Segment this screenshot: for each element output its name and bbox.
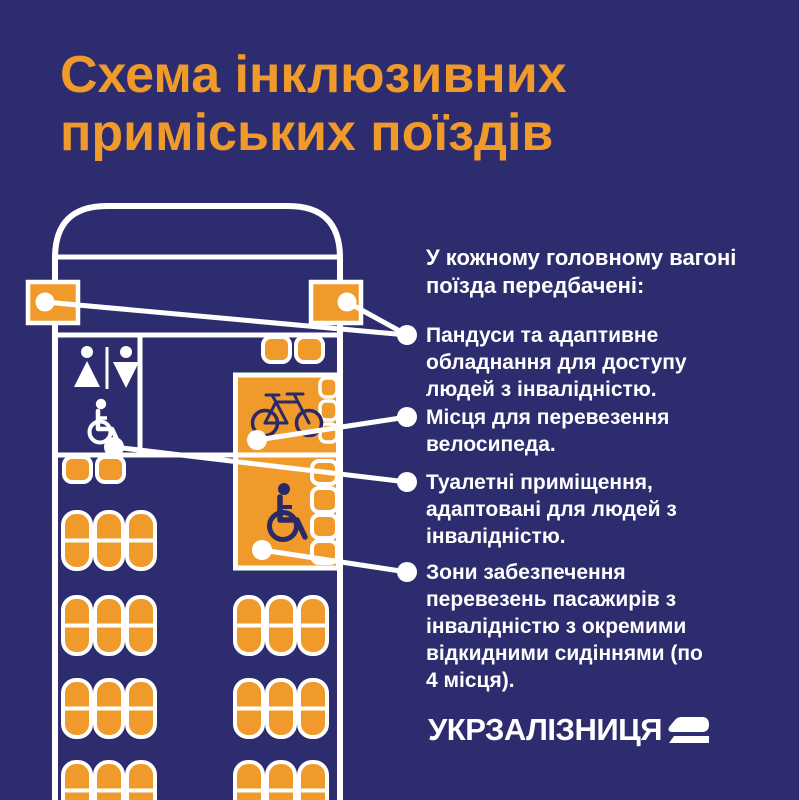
flip-seat bbox=[318, 376, 339, 399]
seat bbox=[95, 455, 126, 484]
wheelchair-marker-dot bbox=[252, 540, 272, 560]
train-logo-icon bbox=[668, 717, 710, 743]
callout-text-bike: Місця для перевезення велосипеда. bbox=[426, 406, 670, 456]
callout-connector-line bbox=[44, 299, 408, 338]
seat bbox=[297, 678, 329, 739]
seat bbox=[93, 595, 125, 656]
seat bbox=[233, 595, 265, 656]
callout-text-ramps: Пандуси та адаптивне обладнання для дост… bbox=[426, 324, 687, 401]
woman-icon bbox=[74, 346, 100, 387]
seat bbox=[233, 760, 265, 800]
callout-connector-line bbox=[256, 414, 408, 443]
seat bbox=[125, 678, 157, 739]
man-icon bbox=[113, 346, 139, 388]
callout-connector-line bbox=[113, 444, 408, 485]
bike-marker-dot bbox=[247, 430, 267, 450]
ramp-marker-dot bbox=[35, 292, 55, 312]
seat bbox=[61, 595, 93, 656]
callout-dot bbox=[397, 562, 417, 582]
seat bbox=[265, 678, 297, 739]
seat bbox=[261, 335, 292, 364]
wheelchair-icon-white bbox=[87, 398, 121, 445]
callout-dot bbox=[397, 407, 417, 427]
seat bbox=[125, 595, 157, 656]
folding-seat bbox=[310, 486, 339, 514]
toilet-marker-dot bbox=[104, 437, 124, 457]
seat bbox=[93, 760, 125, 800]
seat bbox=[125, 510, 157, 571]
seat bbox=[297, 760, 329, 800]
callout-connector-line bbox=[261, 547, 408, 575]
intro-heading: У кожному головному вагоні поїзда передб… bbox=[426, 245, 737, 298]
seat bbox=[233, 678, 265, 739]
seat bbox=[61, 510, 93, 571]
folding-seat bbox=[310, 513, 339, 540]
callout-dot bbox=[397, 325, 417, 345]
ramp-marker-dot bbox=[337, 292, 357, 312]
flip-seat bbox=[318, 399, 339, 422]
brand-logo: УКРЗАЛІЗНИЦЯ bbox=[428, 712, 711, 748]
seat bbox=[61, 678, 93, 739]
brand-logo-text: УКРЗАЛІЗНИЦЯ bbox=[428, 712, 663, 747]
seat bbox=[62, 455, 93, 484]
wheelchair-icon-navy bbox=[267, 483, 308, 542]
seat bbox=[265, 595, 297, 656]
callout-text-toilet: Туалетні приміщення, адаптовані для люде… bbox=[426, 471, 677, 548]
seat bbox=[265, 760, 297, 800]
seat bbox=[297, 595, 329, 656]
seat bbox=[93, 678, 125, 739]
callout-text-accessible-zone: Зони забезпечення перевезень пасажирів з… bbox=[426, 561, 703, 692]
train-outline bbox=[52, 203, 343, 800]
seat bbox=[61, 760, 93, 800]
seat bbox=[93, 510, 125, 571]
seat bbox=[294, 335, 325, 364]
callout-connector-line bbox=[345, 299, 409, 338]
bicycle-icon bbox=[250, 392, 324, 438]
seat bbox=[125, 760, 157, 800]
callout-dot bbox=[397, 472, 417, 492]
page-title: Схема інклюзивних приміських поїздів bbox=[60, 46, 567, 162]
